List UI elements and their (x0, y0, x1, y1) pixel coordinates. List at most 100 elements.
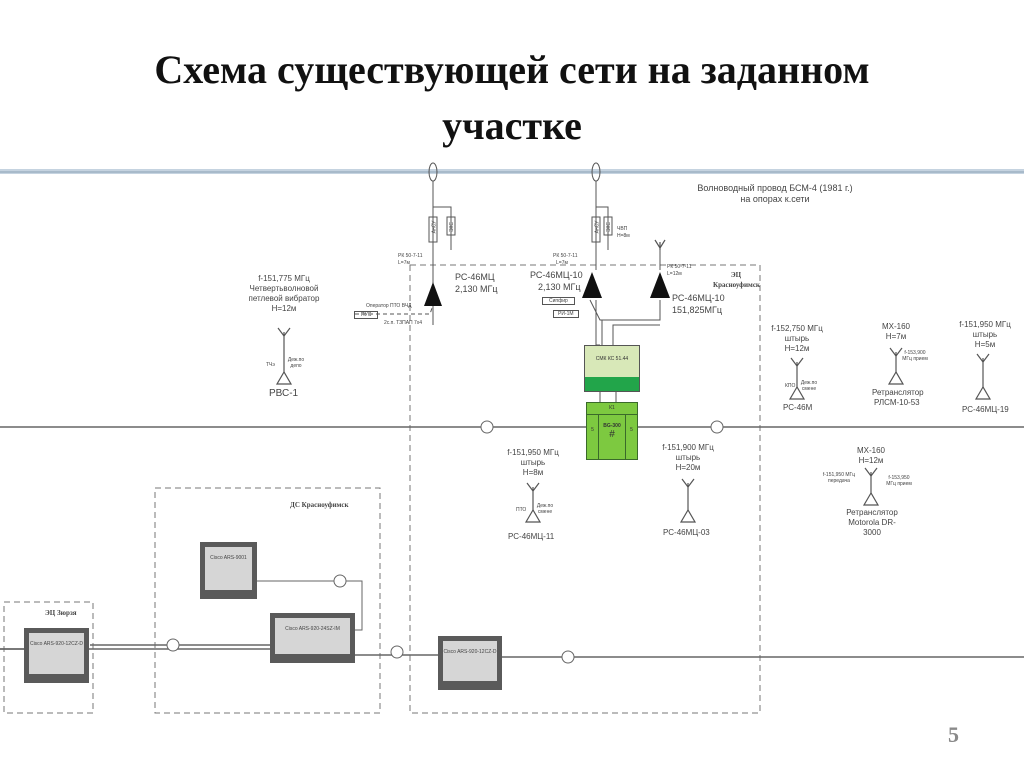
rs11-freq: f-151,950 МГц (507, 448, 559, 457)
rs11-left: ПТО (516, 507, 527, 513)
station2-dev2: РИ-1М (553, 310, 579, 318)
slide-title-line2: участке (442, 103, 582, 148)
rs19-freq: f-151,950 МГц (959, 320, 1011, 329)
rs03-name: РС-46МЦ-03 (663, 528, 710, 537)
switch-port-left: 5 (587, 415, 599, 459)
rs19-block: f-151,950 МГц штырь Н=5м (955, 320, 1015, 350)
coupler-icon (561, 650, 575, 664)
station2-chvp-h: Н=8м (617, 233, 630, 239)
station2-freq: 2,130 МГц (538, 282, 581, 292)
motorola-h: Н=12м (858, 456, 884, 465)
rs11-type: штырь (520, 458, 546, 467)
antenna-icon (679, 478, 697, 523)
station1-cable-len: L=7м (398, 260, 410, 266)
motorola-tx: f-151,950 МГц передача (822, 472, 856, 484)
station3-name: РС-46МЦ-10 (672, 293, 725, 303)
coupler-icon (480, 420, 494, 434)
rs11-h: Н=8м (522, 468, 544, 477)
waveguide-label: Волноводный провод БСМ-4 (1981 г.)на опо… (680, 183, 870, 205)
router-ec: Cisco ARS-920-12CZ-D (438, 636, 502, 690)
rs03-freq: f-151,900 МГц (662, 443, 714, 452)
rvs1-name: РВС-1 (269, 388, 299, 399)
rvs1-block: f-151,775 МГц Четвертьволновой петлевой … (234, 274, 334, 314)
motorola-ant: МХ-160 (856, 446, 885, 455)
station1-cable: РК 50-7-11 (398, 253, 423, 259)
radio-station-icons (424, 272, 670, 306)
router-ds-main: Cisco ARS-920-24SZ-IM (270, 613, 355, 663)
rlsm-ant: МХ-160 (881, 322, 910, 331)
motorola-rx: f-153,950 МГц прием (886, 475, 912, 487)
radio-station-icon (424, 282, 442, 306)
switch-unit: К1 5 ВG-300# 5 (586, 402, 638, 460)
motorola-name: Ретранслятор Motorola DR- 3000 (842, 508, 902, 538)
motorola-name3: 3000 (863, 528, 881, 537)
antenna-icon (654, 239, 666, 250)
rlsm-name1: Ретранслятор (872, 388, 924, 397)
rs46m-left: КПО (785, 383, 796, 389)
station1-filter1: АнСУ (431, 220, 438, 234)
coupler-icon (390, 645, 404, 659)
rvs1-freq: f-151,775 МГц (258, 274, 310, 283)
antenna-icon (862, 467, 880, 506)
radio-station-icon (650, 272, 670, 298)
rs46m-block: f-152,750 МГц штырь Н=12м (767, 324, 827, 354)
rs03-block: f-151,900 МГц штырь Н=20м (658, 443, 718, 473)
switch-port-right: 5 (625, 415, 637, 459)
station1-freq: 2,130 МГц (455, 284, 498, 294)
rs19-h: Н=5м (974, 340, 996, 349)
switch-top-label: К1 (587, 403, 637, 415)
router-zyurzya: Cisco ARS-920-12CZ-D (24, 628, 89, 683)
motorola-name2: Motorola DR- (848, 518, 896, 527)
zone-ec-krasnoufimsk (409, 264, 761, 714)
antenna-icon (275, 327, 293, 385)
coupler-icon (710, 420, 724, 434)
radio-station-icon (582, 272, 602, 298)
station3-freq: 151,825МГц (672, 305, 723, 315)
station2-cable: РК 50-7-11 (553, 253, 578, 259)
station2-cable-len: L=7м (556, 260, 568, 266)
rlsm-h: Н=7м (885, 332, 907, 341)
rs46m-freq: f-152,750 МГц (771, 324, 823, 333)
grid-icon: # (609, 429, 615, 440)
rs46m-h: Н=12м (784, 344, 810, 353)
antennas (275, 239, 992, 523)
smk-label: СМК КС 51.44 (595, 356, 629, 362)
rvs1-h: Н=12м (271, 304, 297, 313)
smk-unit: СМК КС 51.44 (584, 345, 640, 392)
station2-filter2: ЭКС (606, 221, 613, 233)
zone-label-ds-krasnoufimsk: ДС Красноуфимск (290, 501, 349, 509)
motorola-name1: Ретранслятор (846, 508, 898, 517)
rs46m-type: штырь (784, 334, 810, 343)
rs03-type: штырь (675, 453, 701, 462)
rs19-type: штырь (972, 330, 998, 339)
rlsm-block: МХ-160 Н=7м (880, 322, 912, 342)
station2-name: РС-46МЦ-10 (530, 270, 583, 280)
coupler-icon (166, 638, 180, 652)
waveguide-line1: Волноводный провод БСМ-4 (1981 г.) (697, 183, 853, 193)
rs11-block: f-151,950 МГц штырь Н=8м (503, 448, 563, 478)
rs11-right: Деж.по смене (536, 503, 554, 515)
rs46m-name: РС-46М (783, 403, 813, 412)
station2-filter1: АнСУ (594, 220, 601, 234)
waveguide-line2: на опорах к.сети (740, 194, 810, 204)
station1-console: ПУС (354, 311, 379, 319)
zone-label-ec-zyurzya: ЭЦ Зюрзя (45, 609, 77, 617)
zone-label-ec-krasnoufimsk: ЭЦ Красноуфимск (713, 271, 760, 289)
station1-cable2: 2с.п. ТЗПАП 7х4 (384, 320, 423, 326)
zone-ds-krasnoufimsk (154, 487, 381, 714)
coupler-icon (333, 574, 347, 588)
station2-chvp: ЧВП (617, 226, 628, 232)
rs11-name: РС-46МЦ-11 (508, 532, 555, 541)
motorola-block: МХ-160 Н=12м (853, 446, 889, 466)
station1-name: РС-46МЦ (455, 272, 495, 282)
station1-filter2: ЭКС (449, 221, 456, 233)
station2-dev1: Сипфир (542, 297, 575, 305)
station3-cable-len: L=12м (667, 271, 682, 277)
router-ds-aux: Cisco ARS-9001 (200, 542, 257, 599)
antenna-icon (887, 347, 905, 385)
rvs1-desc2: петлевой вибратор (248, 294, 320, 303)
station1-operator: Оператор ПТО ВЧД (366, 303, 412, 309)
antenna-icon (524, 482, 542, 523)
rvs1-desc1: Четвертьволновой (249, 284, 319, 293)
